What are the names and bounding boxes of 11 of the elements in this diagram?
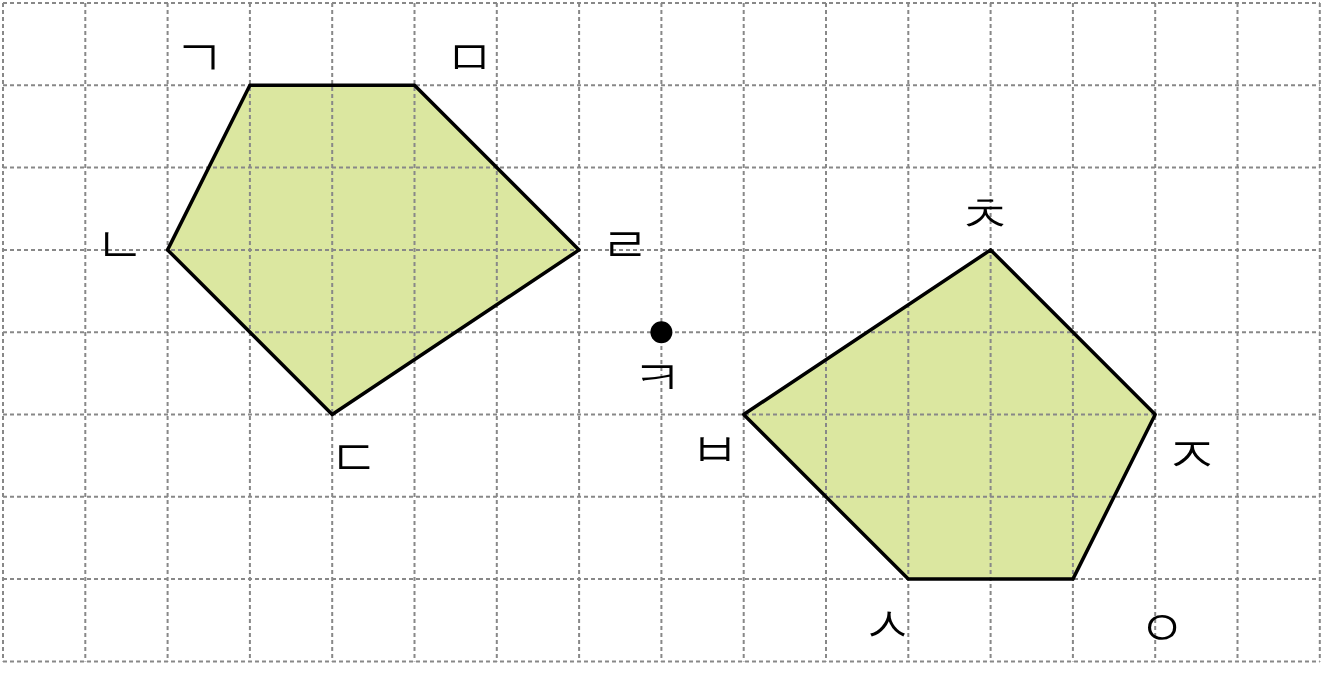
vertex-label: ㄱ	[175, 30, 225, 86]
vertex-label: ㄷ	[330, 430, 380, 486]
vertex-label: ㅇ	[1137, 600, 1187, 656]
vertex-label: ㄴ	[95, 217, 145, 273]
vertex-label: ㅁ	[445, 30, 495, 86]
vertex-label: ㄹ	[600, 217, 650, 273]
vertex-label: ㅈ	[1167, 427, 1217, 483]
vertex-label: ㅂ	[690, 422, 740, 478]
vertex-label: ㅋ	[633, 350, 683, 406]
vertex-label: ㅊ	[960, 187, 1010, 243]
vertex-label: ㅅ	[863, 597, 913, 653]
